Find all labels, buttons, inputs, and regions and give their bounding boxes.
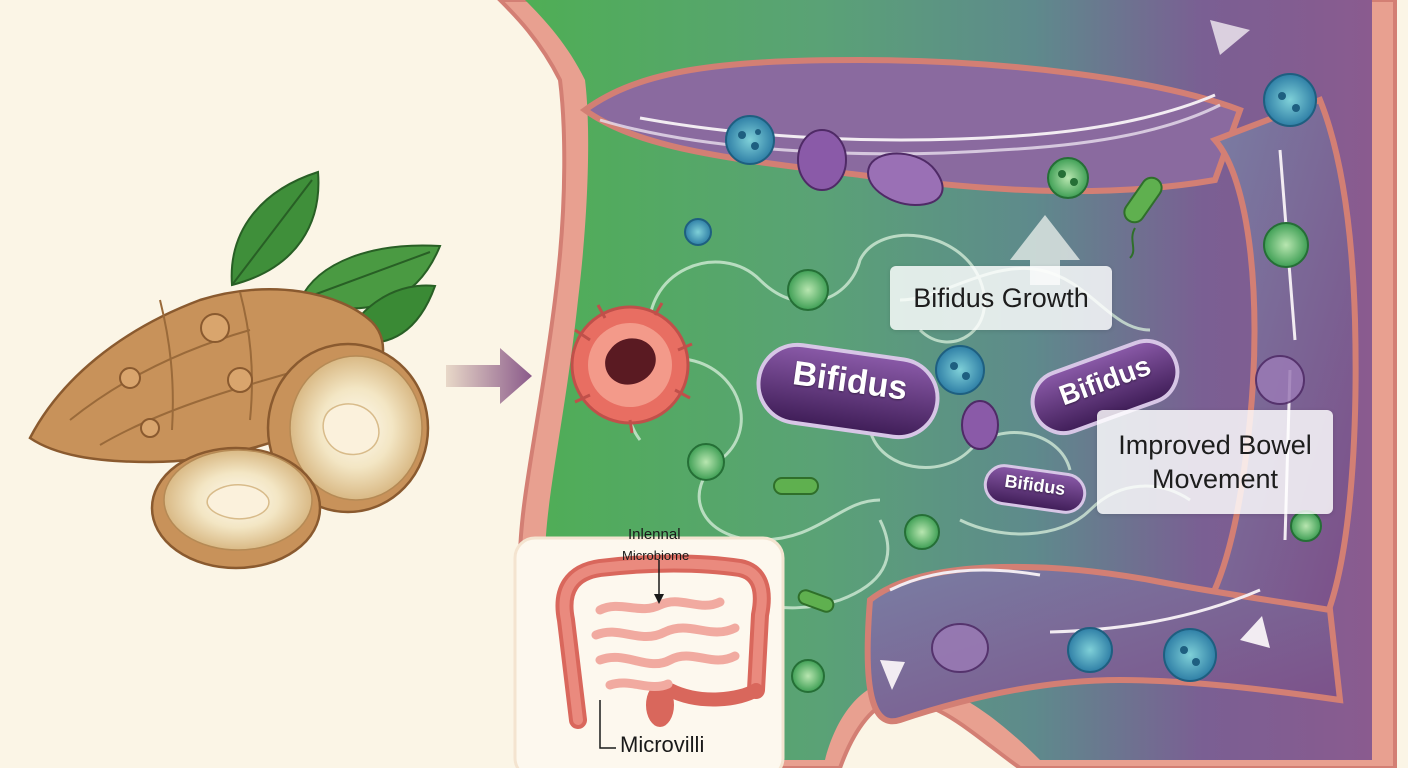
microbe-icon: [726, 116, 774, 164]
improved-bowel-text-line2: Movement: [1118, 462, 1312, 496]
tuber-slice: [152, 448, 320, 568]
microbe-icon: [688, 444, 724, 480]
tuber-illustration: [30, 172, 440, 568]
microbe-icon: [792, 660, 824, 692]
microbe-icon: [936, 346, 984, 394]
microbe-icon: [1068, 628, 1112, 672]
flow-arrow-icon: [446, 348, 532, 404]
microbe-icon: [1164, 629, 1216, 681]
microbe-icon: [1048, 158, 1088, 198]
microbe-icon: [685, 219, 711, 245]
microbe-icon: [788, 270, 828, 310]
bifidus-growth-text: Bifidus Growth: [913, 283, 1089, 313]
improved-bowel-label: Improved Bowel Movement: [1097, 410, 1333, 514]
microbe-icon: [962, 401, 998, 449]
microbe-icon: [1256, 356, 1304, 404]
inset-microvilli-label: Microvilli: [620, 732, 704, 758]
microbe-icon: [1291, 511, 1321, 541]
microbe-icon: [932, 624, 988, 672]
bifidus-growth-label: Bifidus Growth: [890, 266, 1112, 330]
bacterium-icon: [774, 478, 818, 494]
microbe-icon: [905, 515, 939, 549]
microbe-icon: [1264, 74, 1316, 126]
inset-title-line1: Inlennal: [628, 526, 681, 543]
improved-bowel-text-line1: Improved Bowel: [1118, 428, 1312, 462]
inset-title-line2: Microbiome: [622, 548, 689, 563]
microbe-icon: [1264, 223, 1308, 267]
microbe-icon: [798, 130, 846, 190]
leaf-icon: [232, 172, 319, 285]
